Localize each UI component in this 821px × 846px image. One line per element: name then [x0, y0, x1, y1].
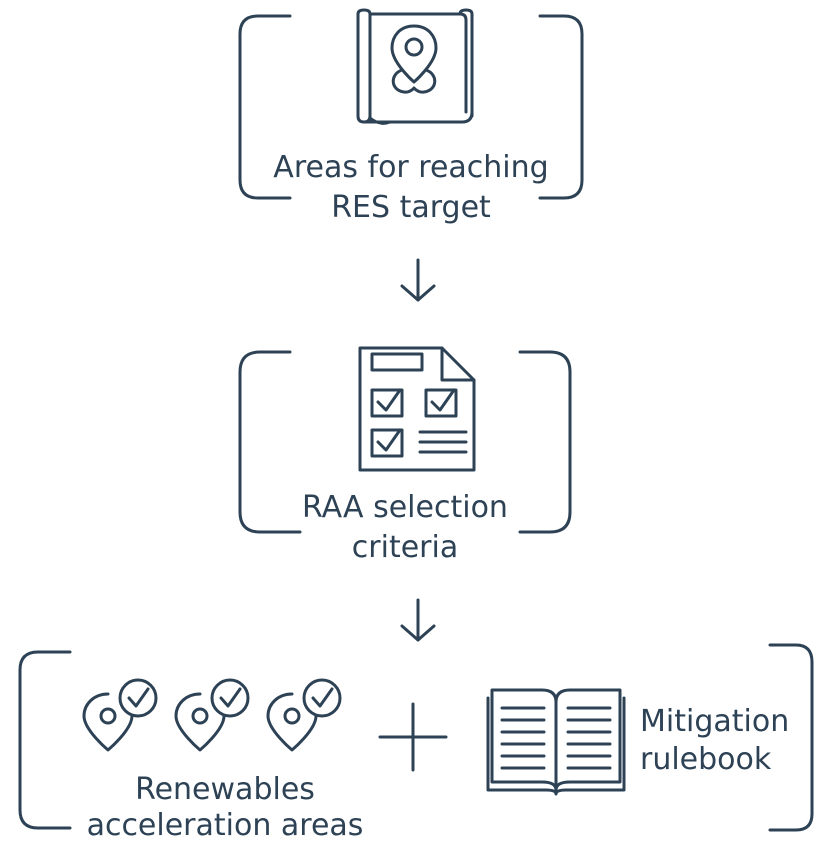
location-pin-check-icon — [82, 678, 342, 752]
plus-icon — [378, 702, 448, 772]
step3-right-label-line2: rulebook — [640, 742, 772, 777]
step2-label-line2: criteria — [351, 530, 459, 565]
arrow-down-icon — [400, 258, 436, 302]
open-book-icon — [486, 688, 626, 796]
step3-left-label-line1: Renewables — [135, 772, 315, 807]
step2-label-line1: RAA selection — [302, 490, 508, 525]
step3-right-label-line1: Mitigation — [640, 704, 790, 739]
step3-left-label-line2: acceleration areas — [86, 808, 364, 843]
arrow-down-icon — [400, 598, 436, 642]
step1-label-line2: RES target — [331, 190, 491, 225]
step1-label-line1: Areas for reaching — [273, 150, 549, 185]
map-pin-scroll-icon — [356, 8, 474, 125]
checklist-document-icon — [358, 346, 476, 472]
